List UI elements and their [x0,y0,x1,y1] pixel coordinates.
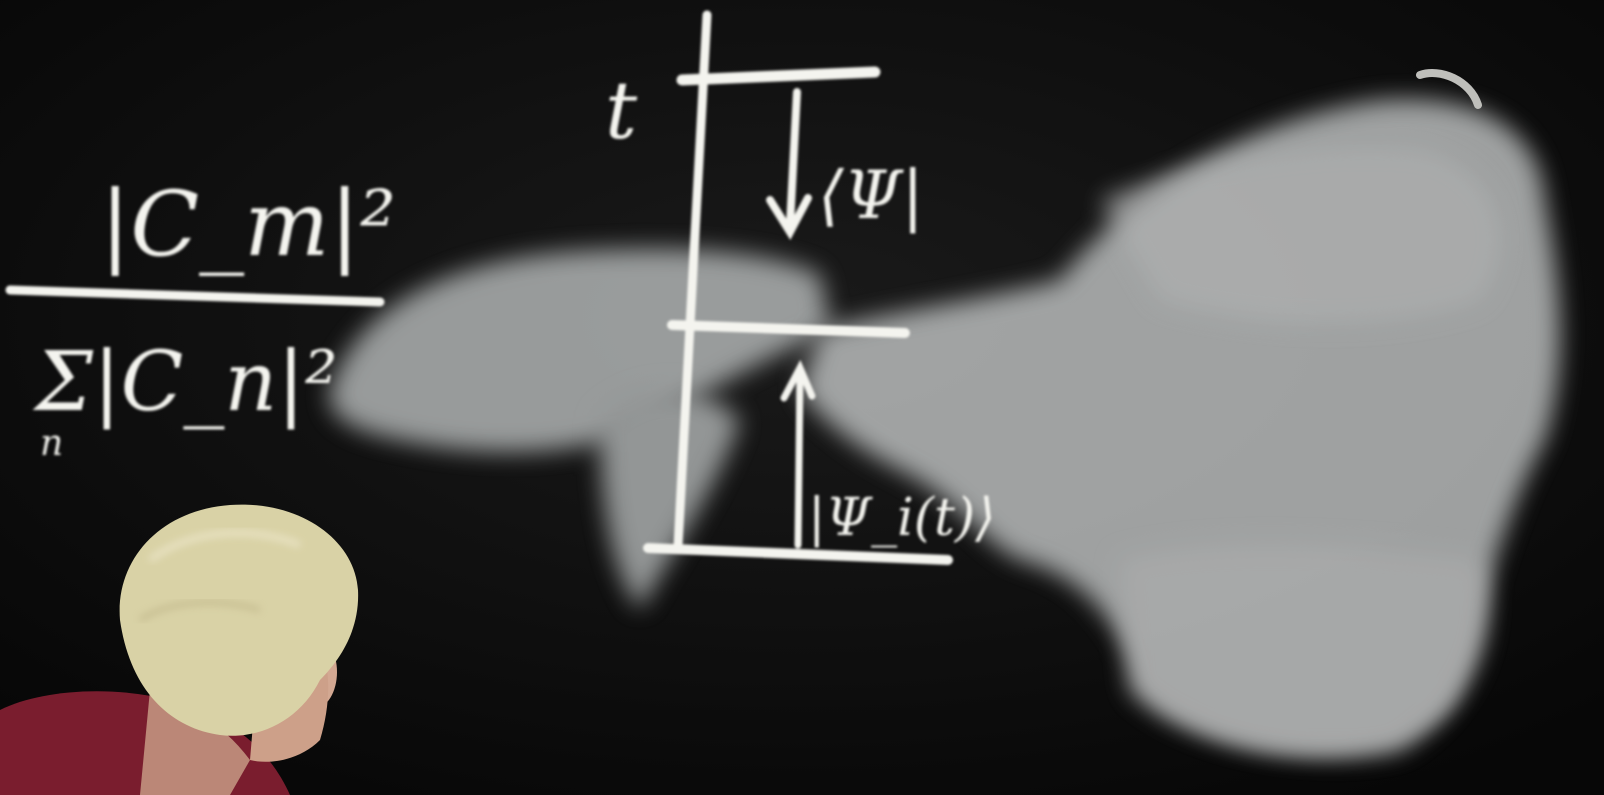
bra-label: ⟨Ψ| [818,157,924,234]
time-label: t [605,64,638,157]
fraction-denominator: Σ|C_n|² [32,335,338,430]
up-arrow-shaft [798,375,800,545]
sum-index: n [40,423,63,464]
ket-label: |Ψ_i(t)⟩ [808,488,996,548]
fraction-numerator: |C_m|² [100,172,396,277]
